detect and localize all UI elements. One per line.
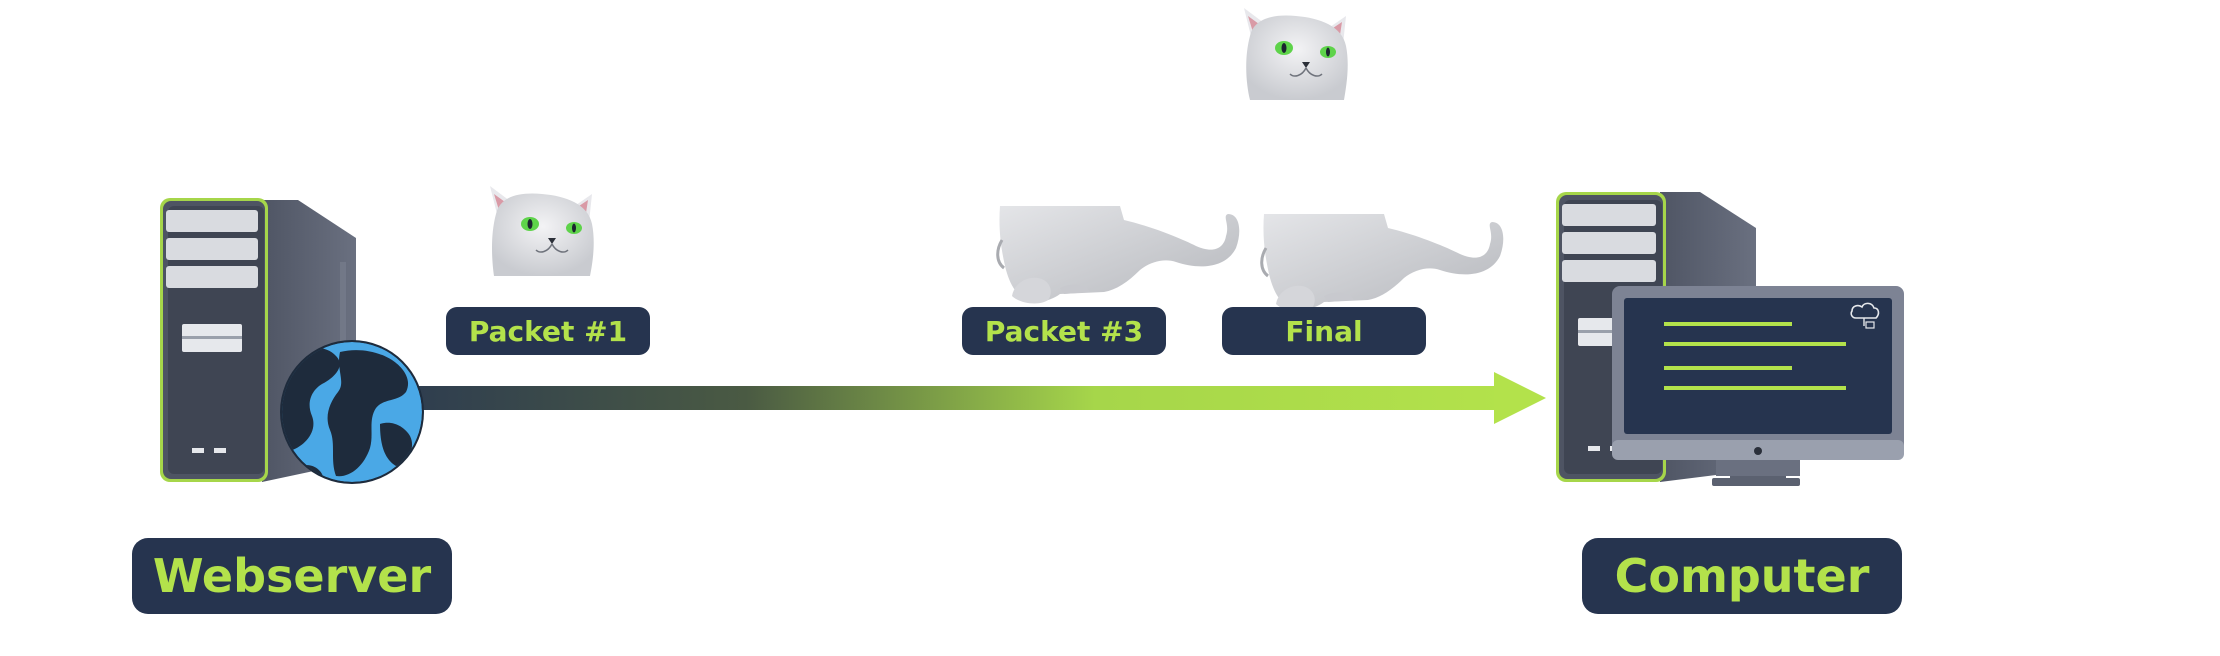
flow-arrow	[418, 372, 1546, 424]
cat-head-icon	[490, 186, 594, 276]
cat-body-icon	[1260, 214, 1504, 312]
monitor-icon	[1612, 286, 1904, 486]
packet-label-1: Packet #1	[446, 307, 650, 355]
code-lines	[1664, 322, 1846, 390]
globe-icon	[280, 340, 424, 484]
computer-label: Computer	[1582, 538, 1902, 614]
cloud-sync-icon	[1850, 302, 1880, 329]
packet-label-final: Final	[1222, 307, 1426, 355]
webserver-label: Webserver	[132, 538, 452, 614]
cat-body-icon	[996, 206, 1240, 304]
packet-label-3: Packet #3	[962, 307, 1166, 355]
cat-head-icon	[1244, 8, 1348, 100]
